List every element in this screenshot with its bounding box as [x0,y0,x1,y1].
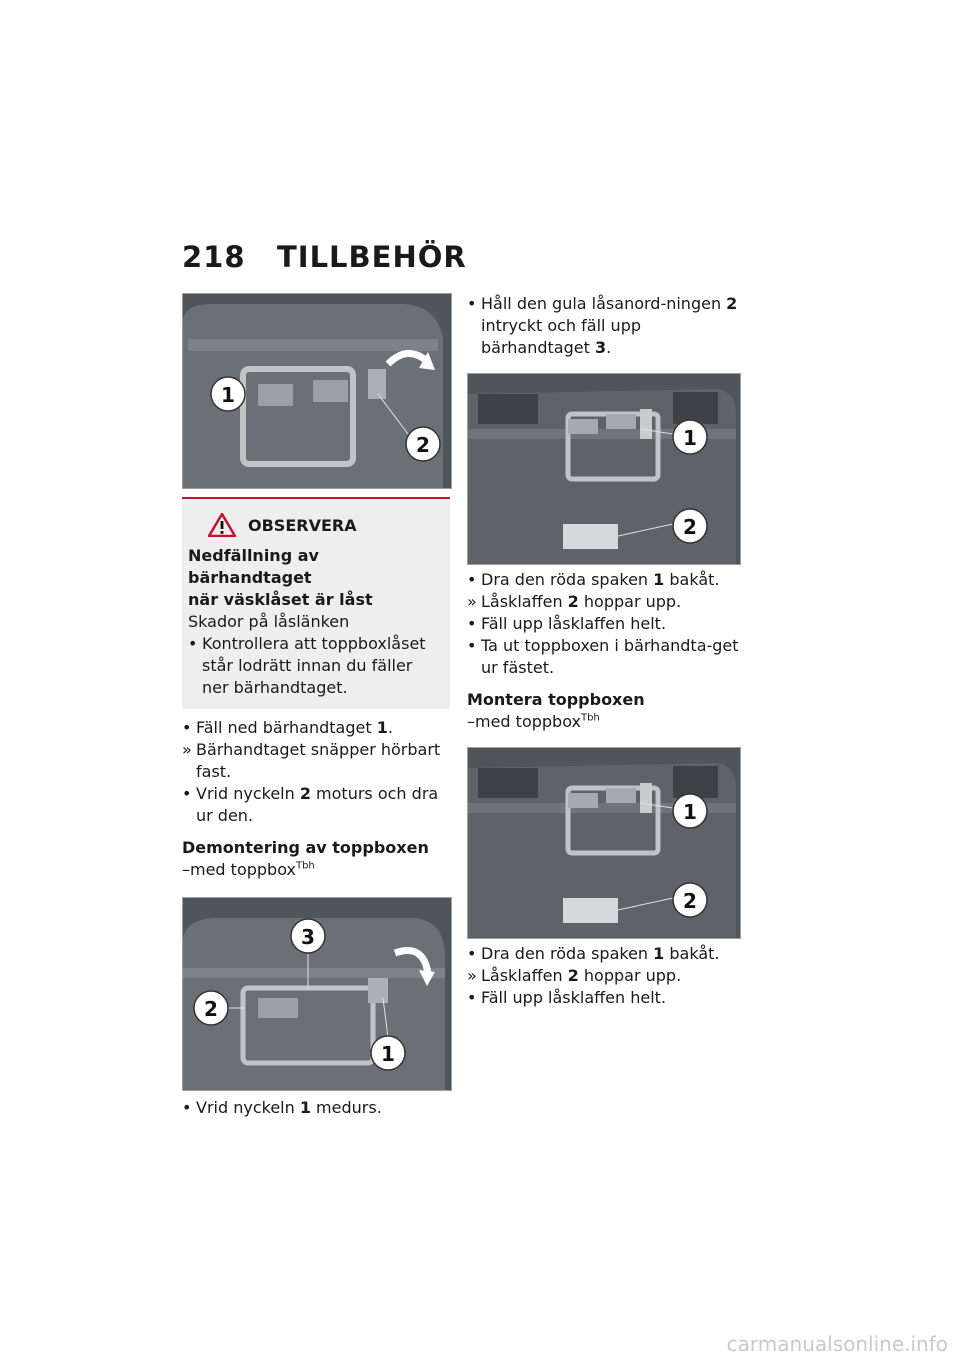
notice-title-line1: Nedfällning av bärhandtaget [188,546,319,587]
figure-mount-lever: 1 2 [467,747,741,939]
section-sub-removal: –med toppboxTbh [182,860,315,879]
list-item: •Dra den röda spaken 1 bakåt. [467,570,720,589]
section-title-mount: Montera toppboxen [467,690,645,709]
callout-1: 1 [683,800,697,824]
section-sub-mount: –med toppboxTbh [467,712,600,731]
callout-1: 1 [381,1042,395,1066]
list-item: •Fäll ned bärhandtaget 1. [182,718,393,737]
notice-label: OBSERVERA [248,515,357,535]
callout-2: 2 [416,433,430,457]
callout-1: 1 [221,383,235,407]
steps-list-2: •Dra den röda spaken 1 bakåt. »Låsklaffe… [467,569,739,679]
callout-2: 2 [204,997,218,1021]
list-item: »Låsklaffen 2 hoppar upp. [467,966,682,985]
list-item: •Fäll upp låsklaffen helt. [467,988,667,1007]
callout-2: 2 [683,515,697,539]
list-item: »Låsklaffen 2 hoppar upp. [467,592,682,611]
page-number: 218 [182,240,246,274]
list-item: »Bärhandtaget snäpper hörbart fast. [182,740,441,781]
notice-bullet: •Kontrollera att toppboxlåset står lodrä… [188,634,426,697]
list-item: •Vrid nyckeln 2 moturs och dra ur den. [182,784,439,825]
figure-key-turn: 3 2 1 [182,897,452,1091]
right-column: •Håll den gula låsanord-ningen 2 intryck… [467,293,741,1009]
list-item: •Dra den röda spaken 1 bakåt. [467,944,720,963]
list-item: •Ta ut toppboxen i bärhandta-get ur fäst… [467,636,739,677]
page-title: TILLBEHÖR [277,240,467,274]
warning-icon [208,513,236,537]
callout-1: 1 [683,426,697,450]
callout-2: 2 [683,889,697,913]
steps-list-1: •Fäll ned bärhandtaget 1. »Bärhandtaget … [182,717,450,827]
notice-title-line2: när väsklåset är låst [188,590,373,609]
callout-3: 3 [301,925,315,949]
watermark: carmanualsonline.info [726,1332,948,1356]
steps-list-3: •Dra den röda spaken 1 bakåt. »Låsklaffe… [467,943,739,1009]
page-header: 218 TILLBEHÖR [182,240,467,274]
list-item: •Vrid nyckeln 1 medurs. [182,1098,382,1117]
list-item: •Håll den gula låsanord-ningen 2 intryck… [467,294,738,357]
section-title-removal: Demontering av toppboxen [182,838,429,857]
left-column: 1 2 OBSERVERA Nedfällning av bärhandtage… [182,293,452,1119]
notice-subtitle: Skador på låslänken [188,612,350,631]
list-item: •Fäll upp låsklaffen helt. [467,614,667,633]
notice-box: OBSERVERA Nedfällning av bärhandtaget nä… [182,497,450,709]
figure-release-lever: 1 2 [467,373,741,565]
figure-carry-handle-locked: 1 2 [182,293,452,489]
